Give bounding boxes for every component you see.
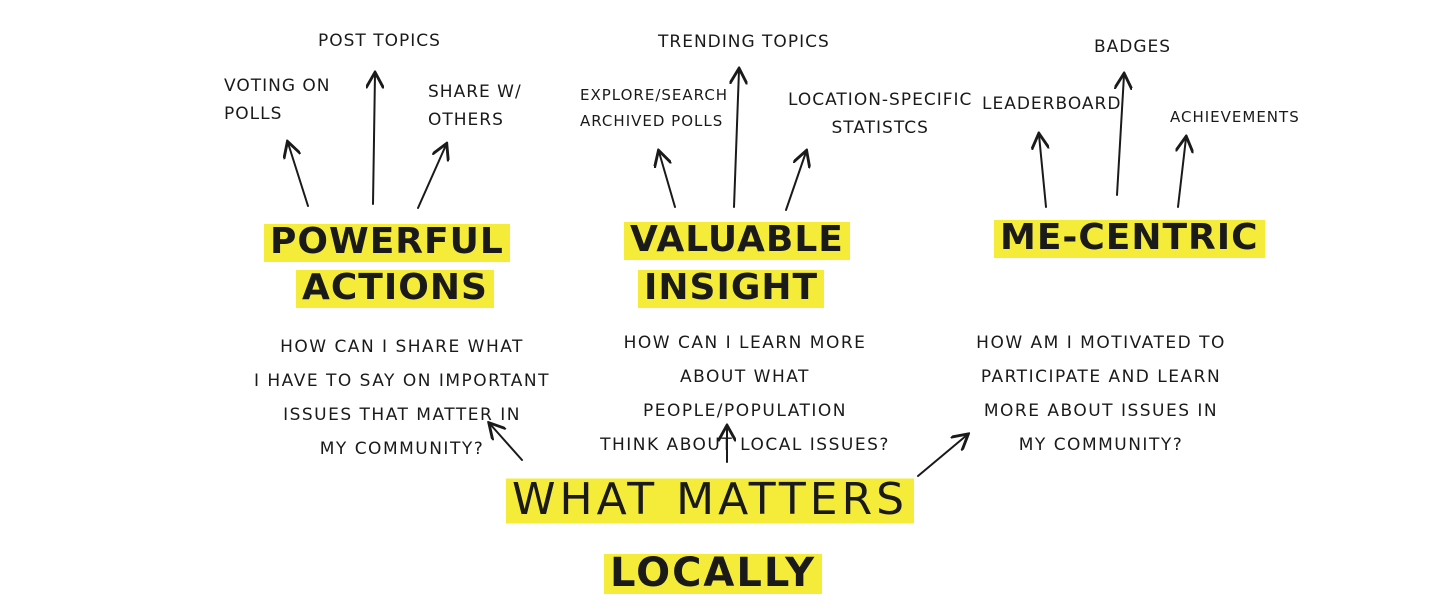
- question-me-centric: HOW AM I MOTIVATED TO PARTICIPATE AND LE…: [976, 333, 1226, 455]
- feature-leaderboard: LEADERBOARD: [982, 94, 1122, 114]
- arrow-to-leaderboard: [1039, 135, 1046, 208]
- title-actions: ACTIONS: [296, 264, 494, 312]
- arrow-to-share-w-others: [417, 145, 446, 209]
- arrow-to-post-topics: [373, 74, 375, 205]
- feature-share-w-others: SHARE W/ OTHERS: [428, 82, 522, 130]
- arrow-to-voting-on-polls: [288, 143, 309, 207]
- center-what-matters: WHAT MATTERS: [506, 472, 915, 528]
- arrow-to-question-1: [490, 424, 523, 461]
- arrow-to-trending-topics: [734, 70, 739, 208]
- title-valuable: VALUABLE: [624, 216, 850, 264]
- title-powerful: POWERFUL: [264, 218, 510, 266]
- question-valuable-insight: HOW CAN I LEARN MORE ABOUT WHAT PEOPLE/P…: [600, 333, 890, 455]
- feature-achievements: ACHIEVEMENTS: [1170, 108, 1300, 126]
- feature-explore-search: EXPLORE/SEARCH ARCHIVED POLLS: [580, 86, 729, 130]
- feature-voting-on-polls: VOTING ON POLLS: [224, 76, 331, 124]
- feature-post-topics: POST TOPICS: [318, 31, 441, 51]
- feature-location-specific-statistcs: LOCATION-SPECIFIC STATISTCS: [788, 90, 973, 138]
- title-me-centric: ME-CENTRIC: [994, 214, 1265, 262]
- title-insight: INSIGHT: [638, 264, 825, 312]
- arrow-to-question-3: [917, 435, 967, 477]
- feature-badges: BADGES: [1094, 37, 1172, 57]
- feature-trending-topics: TRENDING TOPICS: [658, 32, 830, 52]
- center-locally: LOCALLY: [604, 548, 823, 598]
- arrow-to-location-specific: [785, 152, 806, 211]
- arrow-to-achievements: [1178, 138, 1186, 208]
- arrow-to-badges: [1117, 75, 1124, 196]
- arrow-to-explore-search: [659, 152, 676, 208]
- question-powerful-actions: HOW CAN I SHARE WHAT I HAVE TO SAY ON IM…: [253, 337, 551, 459]
